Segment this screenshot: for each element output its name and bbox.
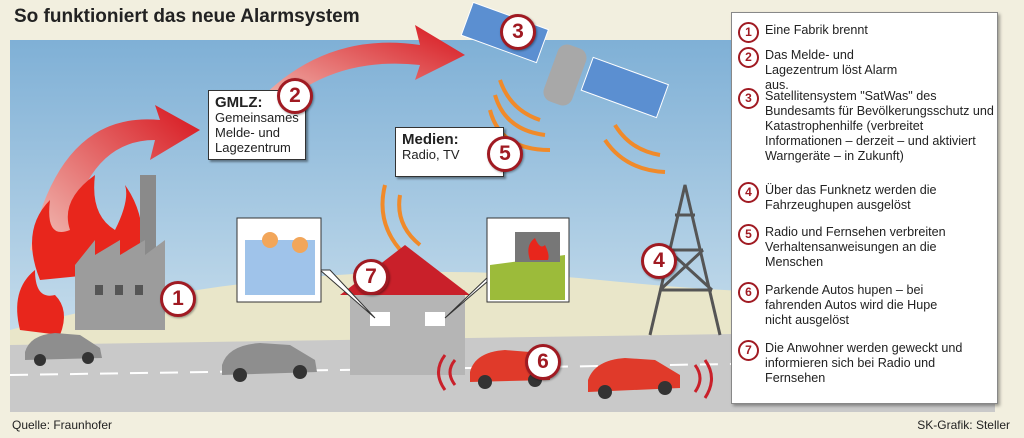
gmlz-line: Melde- und bbox=[215, 125, 281, 140]
medien-label: Medien: Radio, TV bbox=[395, 127, 504, 177]
badge-3: 3 bbox=[500, 14, 536, 50]
legend-item-6: 6 Parkende Autos hupen – bei fahrenden Au… bbox=[738, 282, 963, 328]
badge-7: 7 bbox=[353, 259, 389, 295]
medien-heading: Medien: bbox=[402, 131, 459, 148]
source-note: Quelle: Fraunhofer bbox=[12, 418, 113, 432]
legend-text: Parkende Autos hupen – bei fahrenden Aut… bbox=[765, 283, 938, 327]
legend-text: Satellitensystem "SatWas" des Bundesamts… bbox=[765, 89, 994, 163]
legend-text: Eine Fabrik brennt bbox=[765, 23, 868, 37]
legend-item-4: 4 Über das Funknetz werden die Fahrzeughu… bbox=[738, 182, 953, 213]
medien-text: Radio, TV bbox=[402, 147, 460, 162]
tv-inset bbox=[444, 217, 570, 319]
legend-item-7: 7 Die Anwohner werden geweckt und informi… bbox=[738, 340, 968, 386]
badge-1: 1 bbox=[160, 281, 196, 317]
car-gray-1 bbox=[25, 333, 102, 366]
bedroom-inset bbox=[236, 217, 376, 319]
badge-6: 6 bbox=[525, 344, 561, 380]
legend-text: Die Anwohner werden geweckt und informie… bbox=[765, 341, 963, 385]
badge-2: 2 bbox=[277, 78, 313, 114]
arrow-gmlz-to-satellite bbox=[250, 25, 465, 115]
legend-number: 5 bbox=[738, 224, 759, 245]
legend-number: 1 bbox=[738, 22, 759, 43]
legend-number: 2 bbox=[738, 47, 759, 68]
car-gray-2 bbox=[222, 343, 317, 382]
gmlz-line: Lagezentrum bbox=[215, 140, 291, 155]
legend-item-1: 1 Eine Fabrik brennt bbox=[738, 22, 988, 43]
gmlz-heading: GMLZ: bbox=[215, 94, 263, 111]
legend-number: 6 bbox=[738, 282, 759, 303]
arrow-factory-to-gmlz bbox=[30, 105, 200, 260]
legend-number: 4 bbox=[738, 182, 759, 203]
badge-4: 4 bbox=[641, 243, 677, 279]
legend-text: Das Melde- und Lagezentrum löst Alarm au… bbox=[765, 48, 898, 92]
gmlz-line: Gemeinsames bbox=[215, 110, 299, 125]
burning-factory bbox=[17, 175, 165, 335]
graphic-credit: SK-Grafik: Steller bbox=[917, 418, 1010, 432]
legend-item-5: 5 Radio und Fernsehen verbreiten Verhalte… bbox=[738, 224, 973, 270]
radio-tower bbox=[648, 184, 722, 336]
legend-number: 3 bbox=[738, 88, 759, 109]
legend-panel: 1 Eine Fabrik brennt 2 Das Melde- und Lage… bbox=[731, 12, 998, 404]
legend-item-3: 3 Satellitensystem "SatWas" des Bundesamt… bbox=[738, 88, 996, 164]
badge-5: 5 bbox=[487, 136, 523, 172]
legend-item-2: 2 Das Melde- und Lagezentrum löst Alarm a… bbox=[738, 47, 908, 93]
legend-text: Radio und Fernsehen verbreiten Verhalten… bbox=[765, 225, 946, 269]
car-red-2 bbox=[588, 358, 713, 399]
page-title: So funktioniert das neue Alarmsystem bbox=[14, 6, 360, 27]
legend-text: Über das Funknetz werden die Fahrzeughup… bbox=[765, 183, 937, 212]
gmlz-label: GMLZ: Gemeinsames Melde- und Lagezentrum bbox=[208, 90, 306, 160]
legend-number: 7 bbox=[738, 340, 759, 361]
